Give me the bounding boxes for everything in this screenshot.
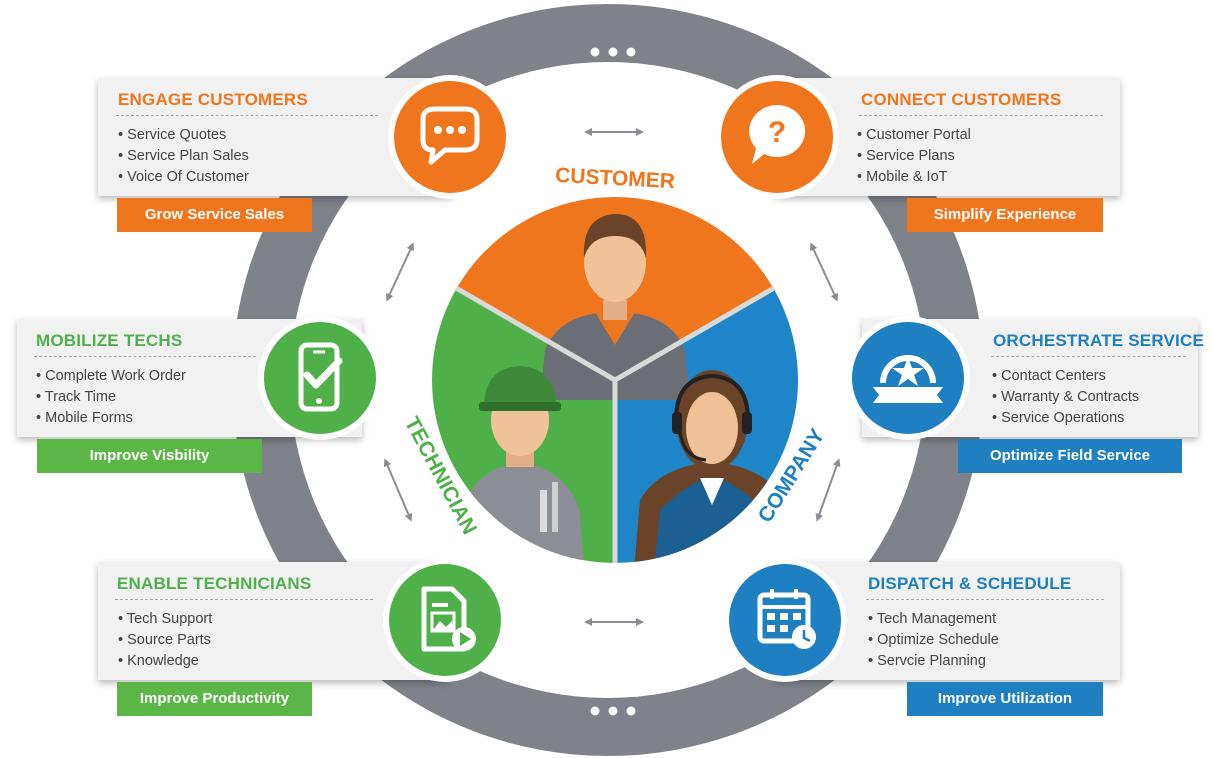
arrow-lower-left [383,458,413,522]
divider [116,115,378,116]
customer-person-icon [540,214,690,400]
star-badge-icon [846,316,970,440]
list-item: Contact Centers [992,366,1139,387]
calendar-clock-icon [723,558,847,682]
divider [34,356,256,357]
card-title: CONNECT CUSTOMERS [861,90,1062,109]
mobile-check-icon [258,316,382,440]
card-title: ENGAGE CUSTOMERS [118,90,308,109]
card-list: Complete Work Order Track Time Mobile Fo… [36,366,186,429]
list-item: Service Operations [992,408,1139,429]
improve-utilization-tag: Improve Utilization [907,682,1103,716]
flow-arrows [383,128,841,626]
improve-productivity-tag: Improve Productivity [117,682,312,716]
list-item: Complete Work Order [36,366,186,387]
divider [859,115,1103,116]
list-item: Knowledge [118,651,212,672]
card-list: Tech Management Optimize Schedule Servci… [868,609,999,672]
card-title: ENABLE TECHNICIANS [117,574,312,593]
arrow-lower-right [815,458,841,522]
arrow-upper-left [386,242,414,302]
card-list: Service Quotes Service Plan Sales Voice … [118,125,249,188]
list-item: Source Parts [118,630,212,651]
card-title: DISPATCH & SCHEDULE [868,574,1072,593]
card-list: Customer Portal Service Plans Mobile & I… [857,125,971,188]
card-list: Contact Centers Warranty & Contracts Ser… [992,366,1139,429]
grow-service-sales-tag: Grow Service Sales [117,198,312,232]
enable-technicians-card: ENABLE TECHNICIANS Tech Support Source P… [98,562,448,680]
list-item: Service Plans [857,146,971,167]
engage-customers-card: ENGAGE CUSTOMERS Service Quotes Service … [98,78,453,196]
chat-bubble-icon [388,75,512,199]
question-bubble-icon: ? [715,75,839,199]
card-title: ORCHESTRATE SERVICE [993,331,1204,350]
list-item: Optimize Schedule [868,630,999,651]
divider [991,356,1186,357]
bottom-dots-icon [590,706,636,716]
simplify-experience-tag: Simplify Experience [907,198,1103,232]
arrow-upper-right [810,242,838,302]
list-item: Track Time [36,387,186,408]
media-document-icon [383,558,507,682]
card-list: Tech Support Source Parts Knowledge [118,609,212,672]
list-item: Servcie Planning [868,651,999,672]
list-item: Customer Portal [857,125,971,146]
list-item: Warranty & Contracts [992,387,1139,408]
list-item: Tech Management [868,609,999,630]
divider [866,599,1104,600]
optimize-field-service-tag: Optimize Field Service [958,439,1182,473]
list-item: Mobile Forms [36,408,186,429]
divider [115,599,373,600]
list-item: Voice Of Customer [118,167,249,188]
list-item: Tech Support [118,609,212,630]
svg-text:?: ? [768,116,786,149]
list-item: Service Plan Sales [118,146,249,167]
improve-visbility-tag: Improve Visbility [37,439,262,473]
connect-customers-card: CONNECT CUSTOMERS Customer Portal Servic… [775,78,1120,196]
list-item: Mobile & IoT [857,167,971,188]
card-title: MOBILIZE TECHS [36,331,183,350]
list-item: Service Quotes [118,125,249,146]
top-dots-icon [590,47,636,57]
wheel-dividers [454,285,776,563]
